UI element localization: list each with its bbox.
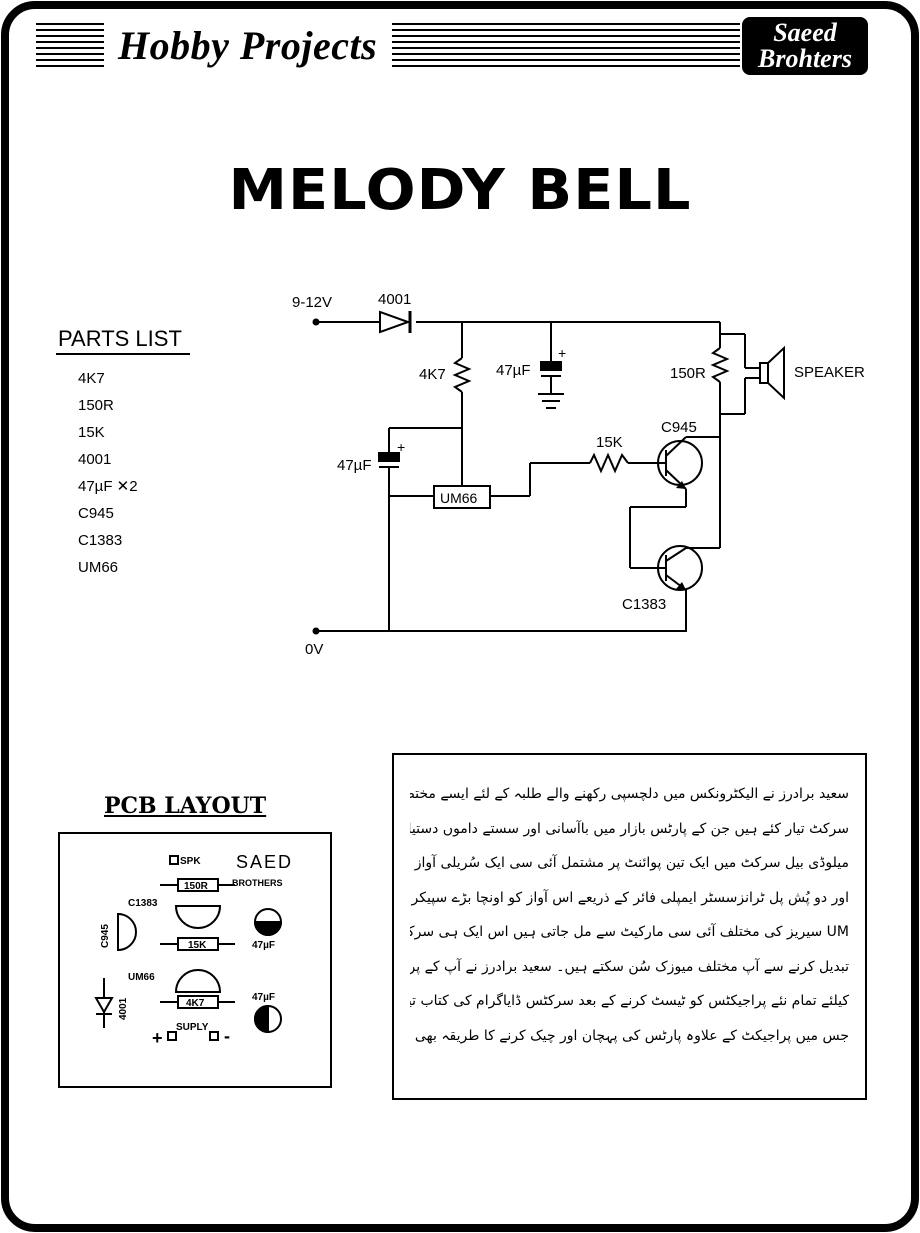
pcb-cap1-label: 47µF: [252, 940, 275, 951]
pcb-diode-label: 4001: [118, 997, 129, 1020]
parts-list-underline: [56, 353, 190, 355]
pcb-c945-label: C945: [100, 924, 111, 948]
parts-list-item: C945: [78, 505, 114, 522]
ic-um66: [433, 485, 491, 509]
brand-line-2: Brohters: [758, 44, 852, 73]
ic-label: UM66: [440, 490, 478, 506]
pcb-layout-drawing: SPK SAED BROTHERS 150R C1383 C945 15K 47…: [94, 852, 293, 1048]
parts-list-item: 4001: [78, 451, 112, 468]
parts-list-heading: PARTS LIST: [58, 326, 182, 351]
pcb-logo-line2: BROTHERS: [232, 878, 283, 888]
diode-symbol: [379, 310, 411, 334]
supply-label: 9-12V: [292, 294, 332, 311]
parts-list-item: UM66: [78, 559, 119, 576]
speaker-label: SPEAKER: [794, 364, 865, 381]
description-line: جس میں پراجیکٹ کے علاوہ پارٹس کی پہچان ا…: [410, 1027, 849, 1044]
parts-list-item: 4K7: [78, 370, 105, 387]
pcb-c1383-label: C1383: [128, 898, 158, 909]
ground-label: 0V: [305, 641, 323, 658]
parts-list-item: 15K: [78, 424, 105, 441]
cap-left-plus: +: [397, 439, 405, 455]
pcb-logo-line1: SAED: [236, 852, 293, 872]
pcb-plus-label: +: [152, 1028, 163, 1048]
r-pullup-label: 4K7: [419, 366, 446, 383]
header-stripes-right: [392, 23, 740, 67]
parts-list-item: C1383: [78, 532, 123, 549]
pcb-cap2-label: 47µF: [252, 992, 275, 1003]
brand-logo: Saeed Brohters: [742, 17, 868, 75]
description-box: سعید برادرز نے الیکٹرونکس میں دلچسپی رکھ…: [392, 753, 867, 1100]
header-title: Hobby Projects: [118, 23, 378, 68]
pcb-um66-label: UM66: [128, 972, 155, 983]
header-stripes-left: [36, 23, 104, 67]
circuit-schematic: 9-12V 0V 4001 4K7 47µF + 47µF + 150R SPE…: [292, 291, 865, 658]
parts-list-item: 150R: [78, 397, 114, 414]
r-base-label: 15K: [596, 434, 623, 451]
pcb-suply-label: SUPLY: [176, 1022, 209, 1033]
q2-label: C1383: [622, 596, 666, 613]
description-line: اور دو پُش پل ٹرانزسسٹر ایمپلی فائر کے ذ…: [410, 889, 849, 906]
cap-main-plus: +: [558, 345, 566, 361]
parts-list: 4K7 150R 15K 4001 47µF ✕2 C945 C1383 UM6…: [78, 370, 138, 586]
cap-main-label: 47µF: [496, 362, 531, 379]
supply-terminal: [312, 318, 320, 326]
ground-terminal: [312, 627, 320, 635]
pcb-r4k7-label: 4K7: [186, 998, 205, 1009]
description-line: کیلئے تمام نئے پراجیکٹس کو ٹیسٹ کرنے کے …: [410, 993, 849, 1009]
r-speaker-label: 150R: [670, 365, 706, 382]
q1-label: C945: [661, 419, 697, 436]
pcb-minus-label: -: [224, 1026, 230, 1046]
pcb-layout-box: SPK SAED BROTHERS 150R C1383 C945 15K 47…: [58, 832, 332, 1088]
pcb-r150-label: 150R: [184, 881, 209, 892]
cap-left-label: 47µF: [337, 457, 372, 474]
pcb-layout-heading: PCB LAYOUT: [104, 793, 267, 819]
description-line: سعید برادرز نے الیکٹرونکس میں دلچسپی رکھ…: [410, 786, 849, 802]
pcb-r15k-label: 15K: [188, 940, 207, 951]
pcb-spk-label: SPK: [180, 856, 201, 867]
description-line: تبدیل کرنے سے آپ مختلف میوزک سُن سکتے ہی…: [410, 958, 849, 975]
diode-label: 4001: [378, 291, 411, 308]
description-line: میلوڈی بیل سرکٹ میں ایک تین پوائنٹ پر مش…: [410, 855, 849, 871]
page-title: MELODY BELL: [228, 158, 692, 223]
description-line: سرکٹ تیار کئے ہیں جن کے پارٹس بازار میں …: [410, 820, 849, 837]
parts-list-item: 47µF ✕2: [78, 478, 138, 495]
brand-line-1: Saeed: [773, 18, 837, 47]
description-line: UM سیریز کی مختلف آئی سی مارکیٹ سے مل جا…: [410, 924, 849, 940]
